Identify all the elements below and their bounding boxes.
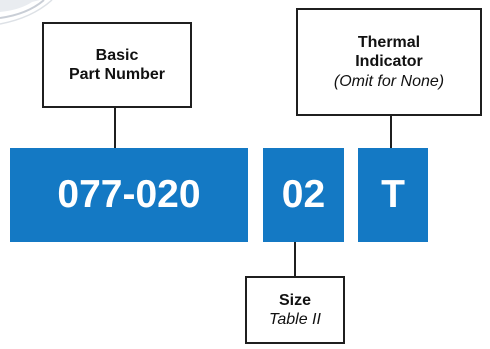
thermal-label-note: (Omit for None) [333,72,445,90]
thermal-connector-line [390,116,392,148]
basic-label-line2: Part Number [68,66,166,83]
size-connector-line [294,242,296,276]
size-code: 02 [263,148,344,242]
basic-part-number-label: Basic Part Number [42,22,192,108]
basic-label-line1: Basic [95,46,139,64]
size-label: Size Table II [245,276,345,344]
basic-part-number-code: 077-020 [10,148,248,242]
thermal-label-line1: Thermal [357,34,421,52]
corner-decoration [0,0,53,25]
size-label-note: Table II [269,311,321,328]
thermal-indicator-label: Thermal Indicator (Omit for None) [296,8,482,116]
thermal-indicator-code: T [358,148,428,242]
thermal-label-line2: Indicator [355,53,423,71]
size-label-line1: Size [278,291,311,309]
basic-connector-line [114,108,116,148]
